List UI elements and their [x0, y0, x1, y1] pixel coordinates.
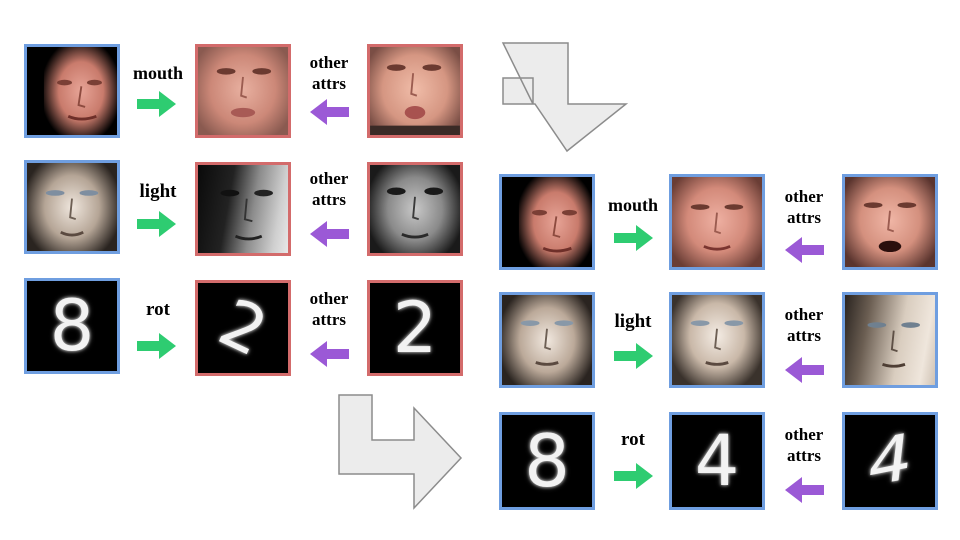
- digit-glyph: 2: [392, 287, 438, 369]
- left-row1-attr-label: mouth: [132, 63, 183, 83]
- right-row3-source-digit: 8: [499, 412, 595, 510]
- right-row1-source-face: [499, 174, 595, 270]
- left-row3-result-digit: 2: [195, 280, 291, 376]
- left-arrow-icon: [310, 341, 349, 367]
- right-row3-result-digit: 4: [669, 412, 765, 510]
- left-row1-reference-face: [367, 44, 463, 138]
- right-row3-attr-label: rot: [621, 429, 645, 450]
- right-row2-attr-label: light: [614, 311, 652, 332]
- other-text: other: [309, 53, 349, 72]
- attrs-text: attrs: [787, 326, 821, 346]
- flow-arrow-right-icon: [338, 394, 463, 510]
- face-features-icon: [502, 177, 577, 267]
- left-arrow-icon: [310, 221, 349, 247]
- right-arrow-icon: [614, 463, 653, 489]
- left-row1-result-face: [195, 44, 291, 138]
- left-row3-attr-label: rot: [146, 299, 170, 320]
- other-text: other: [309, 169, 349, 188]
- left-row2-other-label: other attrs: [293, 168, 365, 211]
- digit-glyph: 4: [694, 420, 740, 502]
- face-features-icon: [690, 204, 744, 251]
- right-row2-reference-face: [842, 292, 938, 388]
- right-row2-other-label: other attrs: [768, 304, 840, 347]
- right-row2-result-face: [669, 292, 765, 388]
- other-text: other: [784, 187, 824, 206]
- face-features-icon: [386, 187, 444, 239]
- face-features-icon: [220, 189, 273, 241]
- left-arrow-icon: [785, 237, 824, 263]
- right-row1-attr-label: mouth: [607, 195, 658, 215]
- digit-glyph: 2: [207, 283, 279, 372]
- left-row3-source-digit: 8: [24, 278, 120, 374]
- digit-glyph: 8: [49, 285, 95, 367]
- right-arrow-icon: [137, 91, 176, 117]
- left-row2-source-face: [24, 160, 120, 254]
- face-features-icon: [370, 64, 460, 135]
- face-features-icon: [520, 320, 574, 366]
- right-arrow-icon: [614, 225, 653, 251]
- left-row1-other-label: other attrs: [293, 52, 365, 95]
- other-text: other: [784, 425, 824, 444]
- left-row2-attr-label: light: [139, 181, 177, 202]
- left-arrow-icon: [785, 477, 824, 503]
- left-row2-reference-face: [367, 162, 463, 256]
- left-arrow-icon: [785, 357, 824, 383]
- digit-glyph: 4: [863, 418, 917, 503]
- other-text: other: [784, 305, 824, 324]
- right-row3-other-label: other attrs: [768, 424, 840, 467]
- flow-arrow-down-icon: [501, 42, 629, 153]
- attrs-text: attrs: [312, 190, 346, 210]
- right-arrow-icon: [137, 211, 176, 237]
- attrs-text: attrs: [787, 446, 821, 466]
- attrs-text: attrs: [312, 310, 346, 330]
- right-row1-result-face: [669, 174, 765, 270]
- right-arrow-icon: [614, 343, 653, 369]
- right-row2-source-face: [499, 292, 595, 388]
- face-features-icon: [690, 320, 744, 366]
- left-arrow-icon: [310, 99, 349, 125]
- face-features-icon: [863, 202, 917, 252]
- attrs-text: attrs: [787, 208, 821, 228]
- right-row3-reference-digit: 4: [842, 412, 938, 510]
- face-features-icon: [867, 322, 920, 368]
- right-row1-other-label: other attrs: [768, 186, 840, 229]
- face-features-icon: [216, 68, 272, 118]
- other-text: other: [309, 289, 349, 308]
- left-row1-source-face: [24, 44, 120, 138]
- digit-glyph: 8: [524, 419, 570, 503]
- face-features-icon: [45, 190, 99, 237]
- attrs-text: attrs: [312, 74, 346, 94]
- right-arrow-icon: [137, 333, 176, 359]
- right-row1-reference-face: [842, 174, 938, 270]
- left-row3-reference-digit: 2: [367, 280, 463, 376]
- left-row2-result-face: [195, 162, 291, 256]
- left-row3-other-label: other attrs: [293, 288, 365, 331]
- face-features-icon: [27, 47, 102, 135]
